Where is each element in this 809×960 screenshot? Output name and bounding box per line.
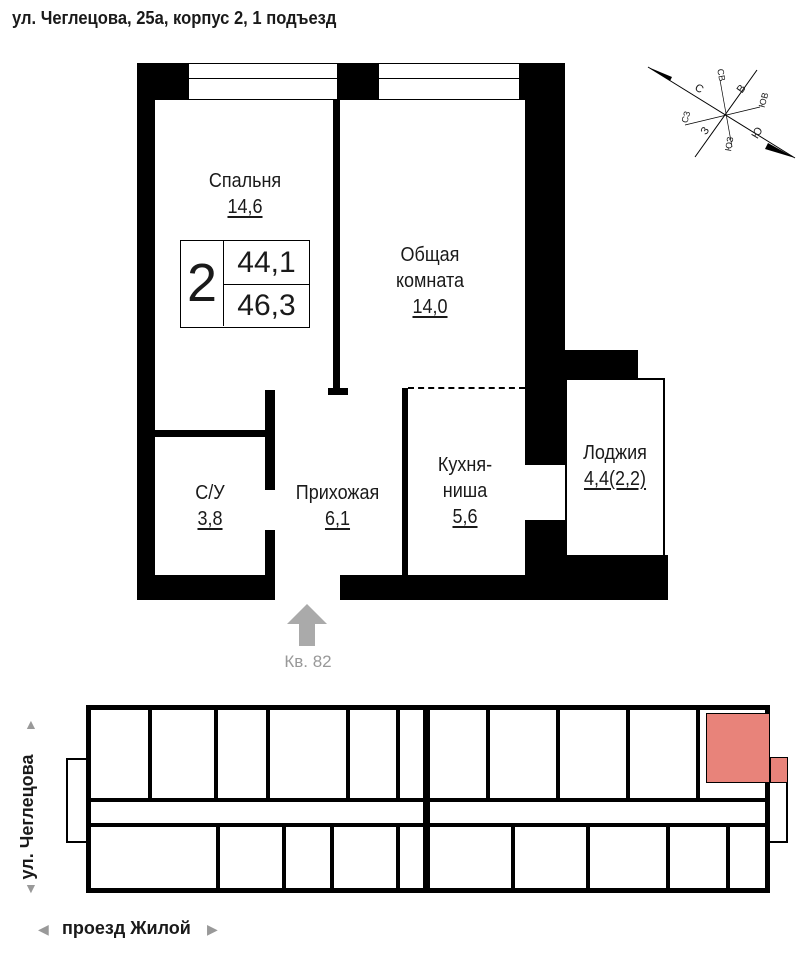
room-name: комната — [395, 270, 465, 292]
room-name: Лоджия — [583, 442, 647, 464]
room-count: 2 — [181, 241, 224, 326]
room-name: Прихожая — [295, 482, 380, 504]
living-area: 44,1 — [224, 241, 309, 285]
highlighted-apartment — [706, 713, 770, 783]
total-area: 46,3 — [237, 289, 296, 322]
room-area: 6,1 — [324, 508, 351, 530]
room-area: 5,6 — [452, 506, 478, 528]
room-name: ниша — [442, 480, 488, 502]
street-left-label: ул. Чеглецова — [17, 754, 37, 880]
bedroom-label: Спальня 14,6 — [187, 168, 304, 220]
room-name: Спальня — [208, 170, 282, 192]
street-bottom-label: проезд Жилой — [62, 918, 191, 938]
room-area: 4,4(2,2) — [583, 468, 647, 490]
room-area: 14,0 — [412, 296, 448, 318]
page-title: ул. Чеглецова, 25а, корпус 2, 1 подъезд — [12, 8, 337, 28]
floor-plan — [66, 703, 790, 893]
arrow-up-icon: ▲ — [24, 716, 38, 732]
arrow-left-icon: ◀ — [38, 921, 49, 937]
compass-rose-icon — [647, 66, 796, 159]
room-name: Кухня- — [437, 454, 493, 476]
kitchen-label: Кухня- ниша 5,6 — [416, 452, 515, 530]
bathroom-label: С/У 3,8 — [174, 480, 246, 532]
arrow-right-icon: ▶ — [207, 921, 218, 937]
compass: С СВ В ЮВ Ю ЮЗ З СЗ — [640, 55, 800, 165]
hall-label: Прихожая 6,1 — [281, 480, 394, 532]
room-area: 14,6 — [227, 196, 263, 218]
arrow-down-icon: ▼ — [24, 880, 38, 896]
compass-northeast: СВ — [715, 67, 728, 83]
living-room-label: Общая комната 14,0 — [367, 242, 493, 320]
entrance-arrow-icon — [287, 604, 327, 646]
room-area: 3,8 — [197, 508, 223, 530]
room-name: С/У — [195, 482, 225, 504]
area-summary-box: 2 44,1 46,3 — [180, 240, 310, 328]
room-name: Общая — [400, 244, 460, 266]
loggia-label: Лоджия 4,4(2,2) — [570, 440, 660, 492]
apartment-number: Кв. 82 — [284, 652, 332, 671]
